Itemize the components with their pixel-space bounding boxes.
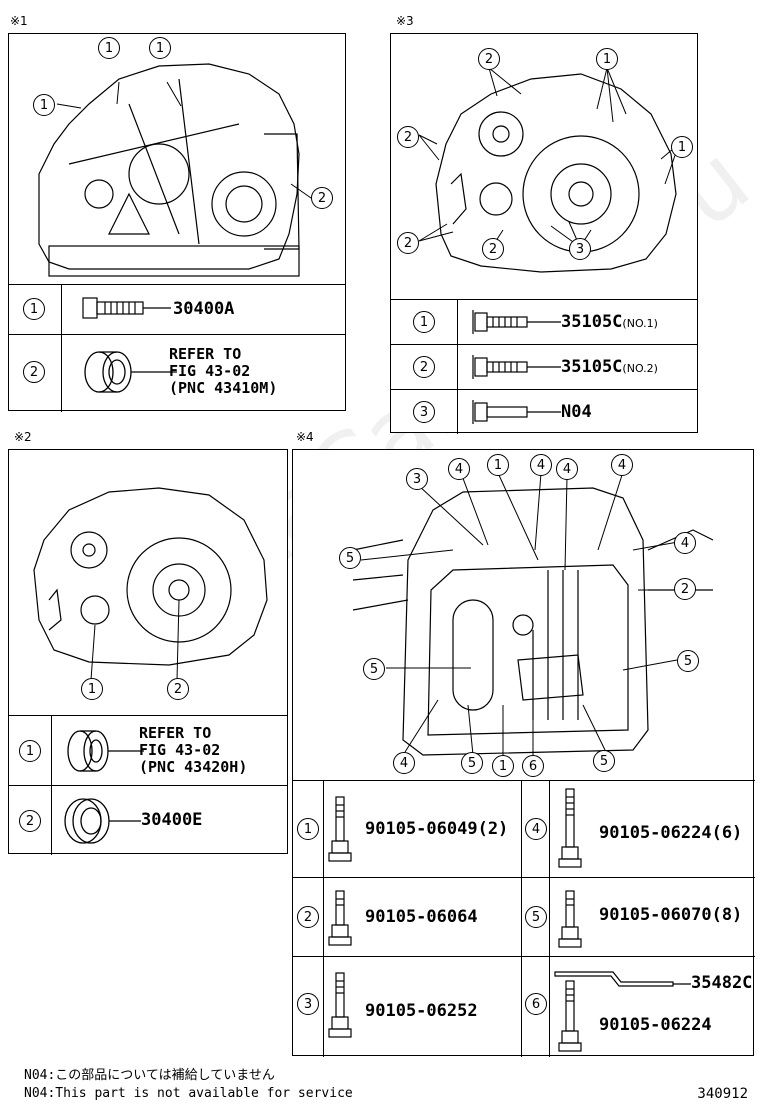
bolt-icon xyxy=(558,890,582,948)
part-number: 90105-06049(2) xyxy=(365,819,509,839)
refer-line-2: FIG 43-02 xyxy=(139,741,221,759)
transaxle-drawing-3 xyxy=(418,67,680,273)
bolt-icon xyxy=(328,796,352,862)
refer-line-3: (PNC 43420H) xyxy=(139,758,248,776)
row-number: 1 xyxy=(19,740,41,762)
callout-2: 2 xyxy=(167,678,189,700)
panel-3-row-1: 1 35105C(NO.1) xyxy=(391,299,697,344)
panel-2: 1 2 1 REFER TO FIG 43-02 (PNC 43420H) 2 xyxy=(8,449,288,855)
row-number: 6 xyxy=(525,993,547,1015)
panel-3: 2 1 2 1 2 2 3 1 35105C(NO.1) 2 xyxy=(390,33,698,434)
transaxle-drawing-2 xyxy=(33,487,268,681)
illustration-code: 340912 xyxy=(697,1086,748,1102)
callout-4: 4 xyxy=(674,532,696,554)
callout-1: 1 xyxy=(487,454,509,476)
row-number: 2 xyxy=(23,361,45,383)
callout-5: 5 xyxy=(339,547,361,569)
callout-5: 5 xyxy=(677,650,699,672)
callout-1: 1 xyxy=(33,94,55,116)
part-number: 90105-06070(8) xyxy=(599,905,743,925)
callout-2: 2 xyxy=(311,187,333,209)
part-number: 90105-06224(6) xyxy=(599,823,743,843)
part-number: 35105C(NO.2) xyxy=(561,357,658,377)
row-number: 4 xyxy=(525,818,547,840)
bracket-icon xyxy=(554,971,691,987)
row-number: 3 xyxy=(297,993,319,1015)
callout-1: 1 xyxy=(149,37,171,59)
callout-2: 2 xyxy=(397,126,419,148)
valve-body-drawing xyxy=(352,471,714,756)
panel-2-row-1: 1 REFER TO FIG 43-02 (PNC 43420H) xyxy=(9,715,287,785)
bolt-icon xyxy=(328,972,352,1038)
callout-1: 1 xyxy=(596,48,618,70)
part-number: 30400E xyxy=(141,810,203,830)
callout-1: 1 xyxy=(81,678,103,700)
note-japanese: N04:この部品については補給していません xyxy=(24,1068,275,1083)
row-number: 1 xyxy=(297,818,319,840)
row-number: 1 xyxy=(413,311,435,333)
panel-2-mark: ※2 xyxy=(14,430,32,444)
callout-1: 1 xyxy=(98,37,120,59)
part-number: 90105-06224 xyxy=(599,1015,712,1035)
callout-2: 2 xyxy=(674,578,696,600)
row-number: 5 xyxy=(525,906,547,928)
callout-3: 3 xyxy=(406,468,428,490)
callout-2: 2 xyxy=(482,238,504,260)
part-number: 35105C(NO.1) xyxy=(561,312,658,332)
refer-line-3: (PNC 43410M) xyxy=(169,379,278,397)
part-number-extra: 35482C xyxy=(691,973,753,993)
callout-4: 4 xyxy=(530,454,552,476)
panel-3-row-3: 3 N04 xyxy=(391,389,697,434)
oil-seal-icon xyxy=(64,798,141,844)
bolt-icon xyxy=(472,310,561,334)
callout-5: 5 xyxy=(461,752,483,774)
oil-seal-icon xyxy=(67,730,144,772)
bolt-icon xyxy=(82,297,171,319)
callout-1: 1 xyxy=(492,755,514,777)
oil-seal-icon xyxy=(84,351,177,393)
part-number: 30400A xyxy=(173,299,235,319)
panel-4-mark: ※4 xyxy=(296,430,314,444)
callout-1: 1 xyxy=(671,136,693,158)
callout-2: 2 xyxy=(397,232,419,254)
row-number: 2 xyxy=(413,356,435,378)
callout-2: 2 xyxy=(478,48,500,70)
callout-5: 5 xyxy=(593,750,615,772)
callout-4: 4 xyxy=(448,458,470,480)
bolt-icon xyxy=(472,355,561,379)
panel-3-mark: ※3 xyxy=(396,14,414,28)
refer-line-1: REFER TO xyxy=(169,345,242,363)
transaxle-drawing-1 xyxy=(38,63,312,277)
panel-3-row-2: 2 35105C(NO.2) xyxy=(391,344,697,389)
part-number: 90105-06064 xyxy=(365,907,478,927)
bolt-icon xyxy=(558,980,582,1052)
callout-5: 5 xyxy=(363,658,385,680)
refer-line-2: FIG 43-02 xyxy=(169,362,251,380)
panel-2-row-2: 2 30400E xyxy=(9,785,287,855)
panel-4-parts-grid: 1 90105-06049(2) 2 90105-06064 3 xyxy=(293,780,755,1057)
note-english: N04:This part is not available for servi… xyxy=(24,1086,353,1101)
bolt-icon xyxy=(558,788,582,868)
bolt-icon xyxy=(472,400,561,424)
callout-4: 4 xyxy=(611,454,633,476)
part-number: 90105-06252 xyxy=(365,1001,478,1021)
part-number: N04 xyxy=(561,402,592,422)
panel-4: 3 4 1 4 4 4 5 4 2 5 5 4 5 1 6 5 1 90105-… xyxy=(292,449,755,1057)
bolt-icon xyxy=(328,890,352,946)
callout-3: 3 xyxy=(569,238,591,260)
row-number: 1 xyxy=(23,298,45,320)
refer-line-1: REFER TO xyxy=(139,724,212,742)
panel-1: 1 1 1 2 1 30400A 2 REFER T xyxy=(8,33,346,412)
row-number: 3 xyxy=(413,401,435,423)
callout-6: 6 xyxy=(522,755,544,777)
row-number: 2 xyxy=(19,810,41,832)
panel-1-row-1: 1 30400A xyxy=(9,284,345,334)
callout-4: 4 xyxy=(393,752,415,774)
panel-1-mark: ※1 xyxy=(10,14,28,28)
callout-4: 4 xyxy=(556,458,578,480)
row-number: 2 xyxy=(297,906,319,928)
panel-1-row-2: 2 REFER TO FIG 43-02 (PNC 43410M) xyxy=(9,334,345,412)
